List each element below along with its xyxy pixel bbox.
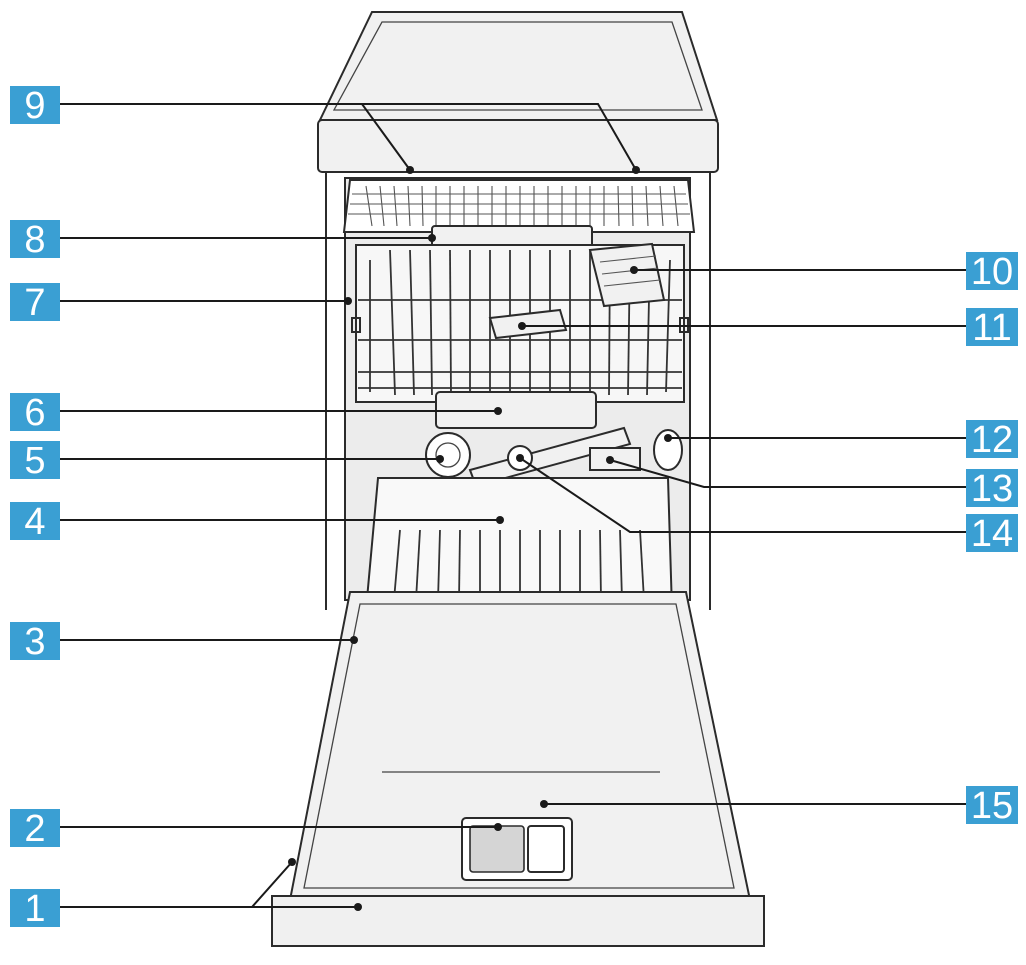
callout-2: 2 [10,808,60,850]
detergent-dispenser [461,817,573,881]
callout-8: 8 [10,219,60,261]
svg-text:10: 10 [971,251,1013,293]
callout-11: 11 [966,307,1018,349]
callout-5: 5 [10,440,60,482]
svg-text:5: 5 [24,440,45,482]
svg-text:7: 7 [24,282,45,324]
svg-text:2: 2 [24,808,45,850]
side-sensor [653,429,683,471]
callout-9: 9 [10,85,60,127]
callout-10: 10 [966,251,1018,293]
callout-6: 6 [10,392,60,434]
callout-4: 4 [10,501,60,543]
callout-15: 15 [966,785,1018,827]
side-rack [588,242,666,308]
callout-14: 14 [966,513,1018,555]
salt-cap [425,432,471,478]
svg-text:15: 15 [971,785,1013,827]
svg-text:13: 13 [971,468,1013,510]
leader-lines [58,103,968,911]
svg-text:4: 4 [24,501,45,543]
knife-shelf [488,308,568,340]
svg-text:9: 9 [24,85,45,127]
dishwasher-illustration [271,11,765,947]
worktop-top [317,11,719,173]
svg-text:14: 14 [971,513,1013,555]
callout-1: 1 [10,888,60,930]
callout-13: 13 [966,468,1018,510]
callout-7: 7 [10,282,60,324]
svg-text:6: 6 [24,392,45,434]
svg-text:8: 8 [24,219,45,261]
svg-text:1: 1 [24,888,45,930]
callout-3: 3 [10,621,60,663]
svg-text:12: 12 [971,419,1013,461]
door [271,591,765,947]
callout-12: 12 [966,419,1018,461]
svg-text:11: 11 [972,307,1011,349]
svg-text:3: 3 [24,621,45,663]
